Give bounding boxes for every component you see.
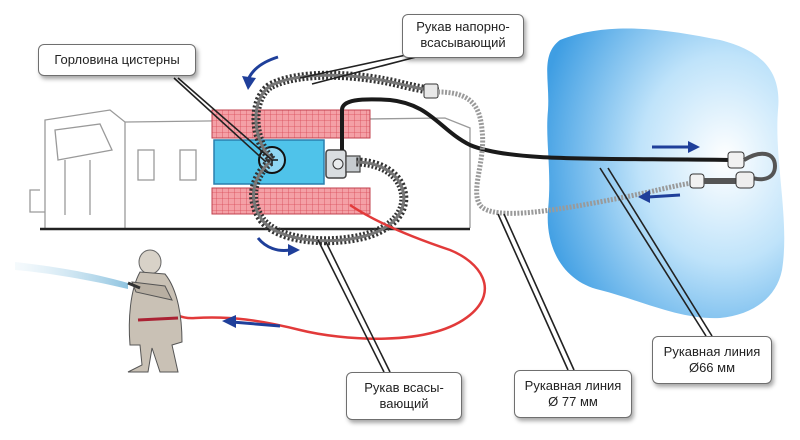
callout-tank-neck: Горловина цистерны [38,44,196,76]
water-reservoir [547,28,785,319]
pump-unit [325,149,361,179]
hose-line-66 [340,97,731,162]
nozzle-77 [689,171,755,189]
hose-coupling [423,83,439,99]
label-suction-hose-line2: вающий [379,396,429,411]
label-suction-hose-line1: Рукав всасы- [364,380,444,395]
flow-arrow-top [242,55,279,90]
callout-hose-line-77: Рукавная линия Ø 77 мм [514,370,632,418]
label-hose-line-77-line2: Ø 77 мм [548,394,598,409]
label-hose-line-66-line2: Ø66 мм [688,360,736,375]
callout-hose-line-66: Рукавная линия Ø66 мм [652,336,772,384]
flow-arrow-out [652,141,700,153]
lower-compartment [211,187,371,215]
nozzle-66 [727,151,778,182]
leader-lines [173,51,713,373]
flow-arrow-hose [222,315,281,328]
water-jet [15,262,128,289]
flow-arrow-in [638,190,681,203]
label-hose-line-77-line1: Рукавная линия [524,378,622,393]
flow-arrow-bottom [256,237,300,256]
callout-pressure-suction-hose: Рукав напорно- всасывающий [402,14,524,58]
label-hose-line-66-line1: Рукавная линия [663,344,761,359]
label-pressure-suction-hose-line1: Рукав напорно- [416,19,510,34]
label-pressure-suction-hose-line2: всасывающий [420,35,506,50]
firefighter-figure [127,249,183,373]
red-delivery-hose [158,203,487,340]
label-tank-neck: Горловина цистерны [54,52,180,67]
callout-suction-hose: Рукав всасы- вающий [346,372,462,420]
